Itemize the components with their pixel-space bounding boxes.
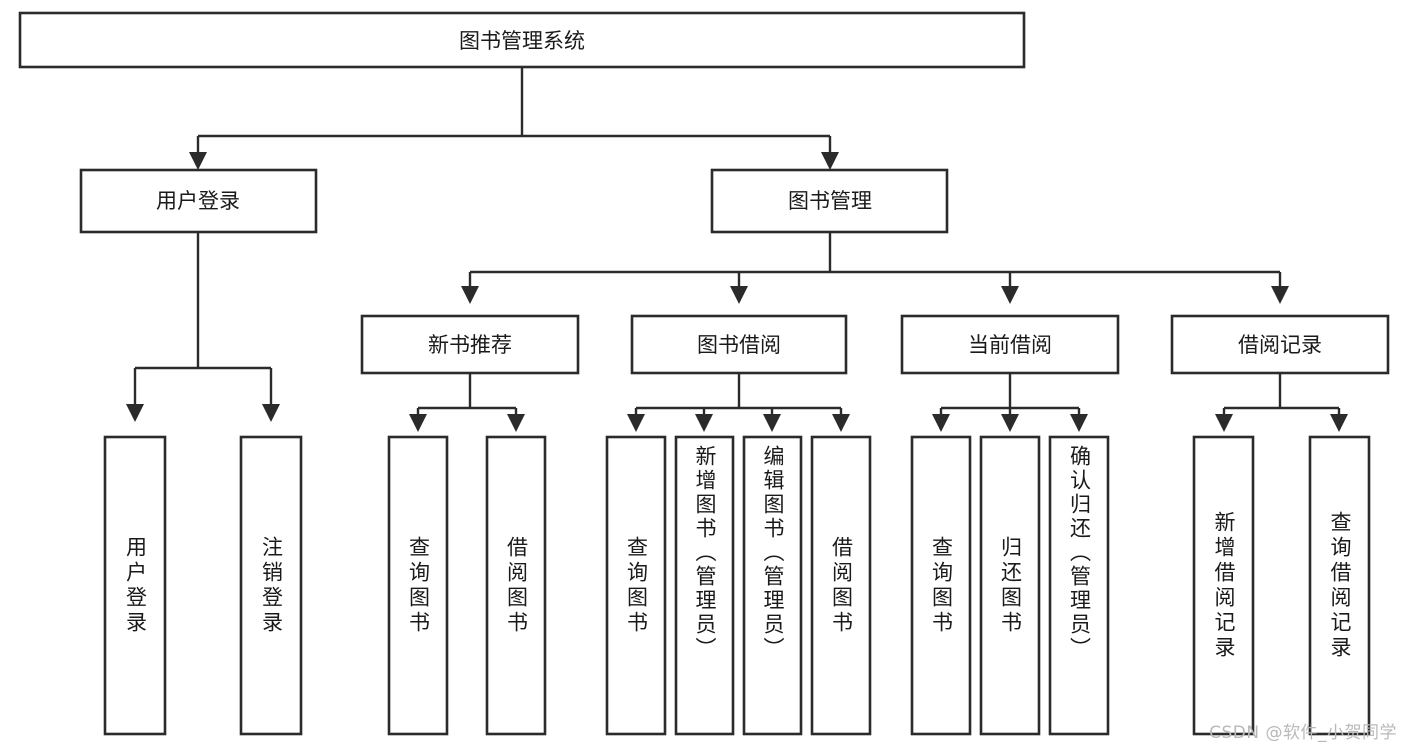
leaf-box-borrow-book-2[interactable] [810,435,872,736]
leaf-box-query-book-3[interactable] [910,435,972,736]
node-root[interactable]: 图书管理系统 [18,11,1026,69]
node-new-book-recommend[interactable]: 新书推荐 [360,314,580,375]
leaf-label-edit-book: 编辑图书（管理员） [761,445,785,661]
node-book-borrow-box[interactable] [630,314,848,375]
leaf-box-borrow-book-1[interactable] [485,435,547,736]
node-root-label: 图书管理系统 [459,29,585,53]
node-user-login[interactable]: 用户登录 [79,168,318,234]
leaf-label-borrow-book-1: 借阅图书 [504,535,529,636]
leaf-label-query-book-1: 查询图书 [406,535,431,636]
leaf-label-return-book: 归还图书 [998,535,1023,636]
leaf-label-user-login: 用户登录 [123,535,148,636]
node-current-borrow[interactable]: 当前借阅 [900,314,1120,375]
node-book-manage[interactable]: 图书管理 [710,168,949,234]
leaf-label-group: 用户登录 注销登录 查询图书 借阅图书 查询图书 [123,445,1353,661]
connector-group-current-borrow [932,373,1088,432]
leaf-box-add-record[interactable] [1192,435,1255,736]
node-user-login-box[interactable] [79,168,318,234]
node-borrow-record[interactable]: 借阅记录 [1170,314,1390,375]
leaf-label-add-book: 新增图书（管理员） [693,445,717,661]
leaf-label-borrow-book-2: 借阅图书 [829,535,854,636]
node-user-login-label: 用户登录 [156,189,240,213]
node-borrow-record-label: 借阅记录 [1238,333,1322,357]
leaf-box-confirm-return[interactable] [1048,435,1110,736]
node-new-book-recommend-label: 新书推荐 [428,333,512,357]
node-current-borrow-label: 当前借阅 [968,333,1052,357]
leaf-label-add-record: 新增借阅记录 [1212,510,1236,661]
leaf-label-query-book-3: 查询图书 [929,535,954,636]
leaf-box-add-book[interactable] [674,435,735,736]
node-current-borrow-box[interactable] [900,314,1120,375]
node-book-borrow[interactable]: 图书借阅 [630,314,848,375]
connector-group-borrow-record [1215,373,1348,432]
leaf-box-logout[interactable] [239,435,303,736]
leaf-box-group [103,435,1371,736]
node-borrow-record-box[interactable] [1170,314,1390,375]
node-book-manage-box[interactable] [710,168,949,234]
leaf-box-query-book-1[interactable] [387,435,449,736]
leaf-box-user-login[interactable] [103,435,167,736]
connector-group-book-borrow [627,373,850,432]
leaf-box-query-record[interactable] [1308,435,1371,736]
connector-group-new-book-recommend [409,373,525,432]
leaf-label-query-book-2: 查询图书 [624,535,649,636]
node-new-book-recommend-box[interactable] [360,314,580,375]
leaf-label-confirm-return: 确认归还（管理员） [1067,445,1092,661]
connector-group-root [189,67,839,170]
connector-group-book-manage [461,232,1289,304]
connector-group-user-login [126,232,280,422]
node-book-borrow-label: 图书借阅 [697,333,781,357]
node-book-manage-label: 图书管理 [788,189,872,213]
leaf-label-logout: 注销登录 [259,535,284,636]
node-root-box[interactable] [18,11,1026,69]
leaf-box-edit-book[interactable] [742,435,803,736]
leaf-label-query-record: 查询借阅记录 [1328,510,1352,661]
leaf-box-return-book[interactable] [979,435,1041,736]
leaf-box-query-book-2[interactable] [605,435,667,736]
